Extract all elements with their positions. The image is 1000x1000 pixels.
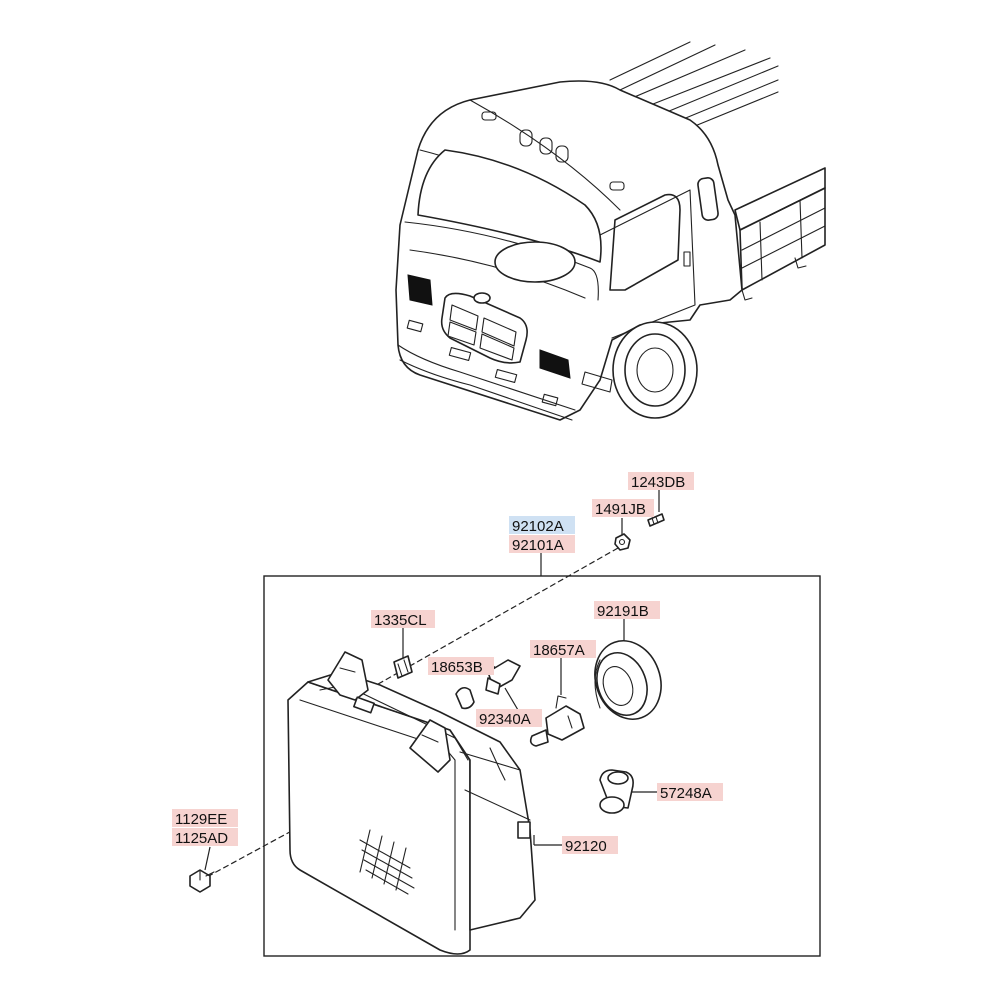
cap-92191B — [594, 640, 662, 720]
lower-mount-bracket — [409, 719, 451, 773]
label-1491JB[interactable]: 1491JB — [592, 499, 654, 518]
svg-text:1125AD: 1125AD — [175, 830, 228, 847]
front-wheel — [612, 321, 698, 419]
bulb-18653B — [455, 686, 475, 710]
front-grille — [440, 292, 528, 364]
right-headlight — [539, 349, 571, 379]
label-92340A[interactable]: 92340A — [476, 709, 542, 728]
socket-92340A — [485, 659, 521, 695]
label-1243DB[interactable]: 1243DB — [628, 472, 694, 491]
label-92191B[interactable]: 92191B — [594, 601, 660, 620]
svg-text:57248A: 57248A — [660, 785, 712, 802]
label-18653B[interactable]: 18653B — [428, 657, 494, 676]
svg-text:92102A: 92102A — [512, 518, 564, 535]
nut-1491JB — [614, 533, 631, 551]
svg-text:1335CL: 1335CL — [374, 612, 427, 629]
cap-57248A — [599, 769, 634, 814]
svg-text:1243DB: 1243DB — [631, 474, 685, 491]
upper-mount-bracket — [327, 651, 369, 701]
assembly-frame — [263, 575, 821, 957]
svg-text:92191B: 92191B — [597, 603, 649, 620]
svg-text:92101A: 92101A — [512, 537, 564, 554]
svg-text:18653B: 18653B — [431, 659, 483, 676]
cargo-rails — [609, 41, 779, 129]
label-1125AD[interactable]: 1125AD — [172, 828, 238, 847]
svg-text:92120: 92120 — [565, 838, 607, 855]
hood-oval — [494, 241, 576, 283]
label-1129EE[interactable]: 1129EE — [172, 809, 238, 828]
label-1335CL[interactable]: 1335CL — [371, 610, 435, 629]
leader-lines — [204, 490, 660, 871]
truck-illustration — [395, 41, 826, 421]
label-92120[interactable]: 92120 — [562, 836, 618, 855]
door-window — [609, 193, 681, 291]
label-92102A[interactable]: 92102A — [509, 516, 575, 535]
roof-marker-lights — [481, 111, 625, 191]
svg-text:92340A: 92340A — [479, 711, 531, 728]
bolt-1129EE — [189, 869, 215, 893]
part-labels: 1243DB 1491JB 92102A 92101A 1335CL 92191… — [172, 472, 723, 855]
label-57248A[interactable]: 57248A — [657, 783, 723, 802]
screw-1243DB — [647, 513, 665, 527]
label-18657A[interactable]: 18657A — [530, 640, 596, 659]
svg-text:1491JB: 1491JB — [595, 501, 646, 518]
label-92101A[interactable]: 92101A — [509, 535, 575, 554]
left-headlight — [407, 274, 433, 306]
windshield — [417, 149, 602, 263]
svg-text:1129EE: 1129EE — [175, 811, 227, 828]
headlamp-assembly — [287, 651, 536, 955]
svg-text:18657A: 18657A — [533, 642, 585, 659]
bulb-18657A — [529, 695, 585, 747]
lens-pattern — [359, 829, 415, 895]
cargo-bed — [734, 167, 826, 301]
clip-1335CL — [393, 655, 413, 679]
rear-cab-window — [697, 177, 719, 221]
